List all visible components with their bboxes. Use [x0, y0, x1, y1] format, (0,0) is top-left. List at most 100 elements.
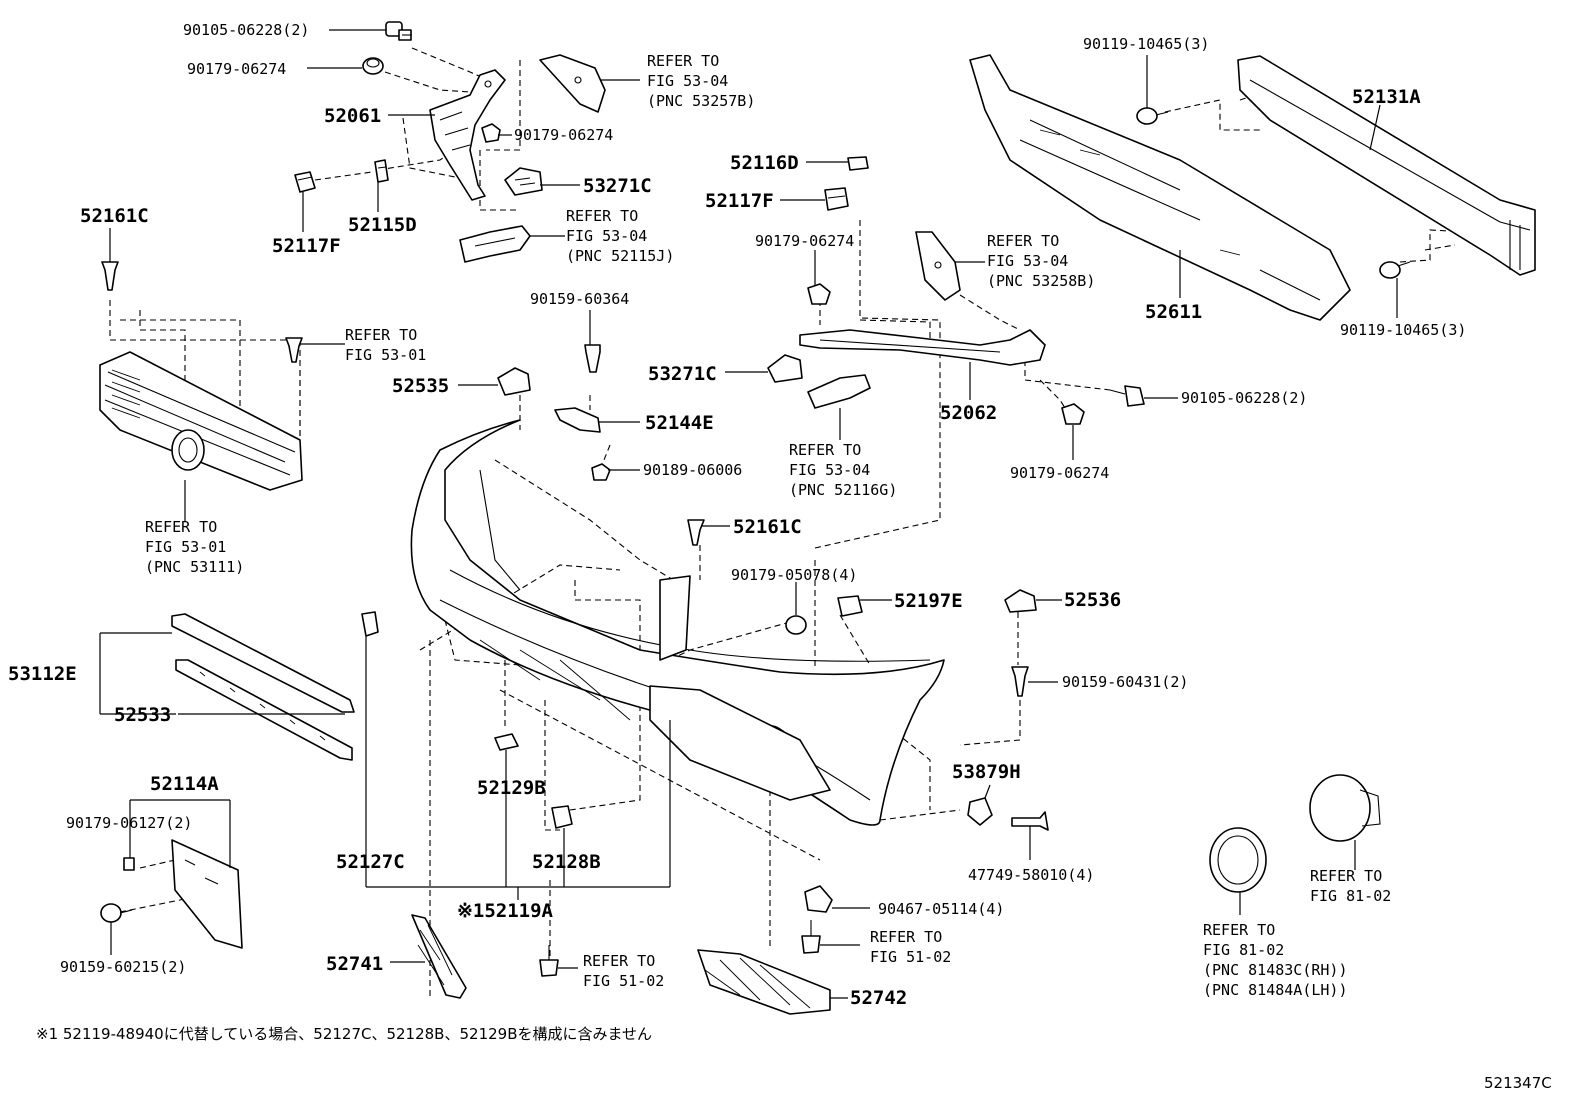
- screw-90159-60364: [584, 344, 601, 373]
- label-52535: 52535: [392, 375, 449, 397]
- label-52741: 52741: [326, 953, 383, 975]
- ref-81-02-lamp-line-1: REFER TO: [1310, 867, 1382, 885]
- radiator-grille: [99, 351, 303, 491]
- absorber-52611: [969, 54, 1351, 321]
- ref-53111-line-3: (PNC 53111): [145, 558, 244, 576]
- leader-lines: [99, 29, 1398, 999]
- label-90159-60215: 90159-60215(2): [60, 958, 186, 976]
- bolt-90119-10465-top: [1136, 107, 1169, 125]
- label-53271c-mid: 53271C: [648, 363, 717, 385]
- reference-notes: REFER TO FIG 53-04 (PNC 53257B) REFER TO…: [145, 52, 1391, 999]
- nut-90179-06274-c: [807, 283, 831, 305]
- clip-52535: [497, 367, 531, 396]
- ref-53257b-line-2: FIG 53-04: [647, 72, 728, 90]
- retainer-53271c-top: [504, 167, 543, 196]
- ref-52115j-line-1: REFER TO: [566, 207, 638, 225]
- ref-81-02-ring-line-1: REFER TO: [1203, 921, 1275, 939]
- label-52116d: 52116D: [730, 152, 799, 174]
- bracket-52062: [799, 329, 1046, 366]
- label-90189-06006: 90189-06006: [643, 461, 742, 479]
- nut-90179-06274-a: [362, 57, 384, 75]
- ref-53257b-line-1: REFER TO: [647, 52, 719, 70]
- screw-ref-51-02-left: [539, 945, 559, 977]
- bracket-52127c: [361, 611, 379, 637]
- bolt-90119-10465-bot: [1379, 261, 1411, 279]
- clip-52116d: [847, 156, 869, 171]
- label-52115d: 52115D: [348, 214, 417, 236]
- figure-id: 521347C: [1484, 1074, 1552, 1092]
- footnote: ※1 52119-48940に代替している場合、52127C、52128B、52…: [36, 1025, 652, 1043]
- clip-52161c-mid: [687, 519, 705, 546]
- clip-52117f-right: [824, 187, 849, 211]
- fog-lamp-ring-rh: [1209, 827, 1267, 893]
- label-52197e: 52197E: [894, 590, 963, 612]
- bracket-ref-53258b: [915, 231, 961, 301]
- label-52062: 52062: [940, 402, 997, 424]
- label-52114a: 52114A: [150, 773, 219, 795]
- nut-90189-06006: [591, 463, 611, 481]
- license-bracket-52114a: [171, 839, 243, 949]
- ref-52116g: REFER TO FIG 53-04 (PNC 52116G): [789, 441, 897, 499]
- label-53112e: 53112E: [8, 663, 77, 685]
- label-53879h: 53879H: [952, 761, 1021, 783]
- clip-53879h: [967, 797, 993, 826]
- label-52161c-left: 52161C: [80, 205, 149, 227]
- ref-81-02-lamp-line-2: FIG 81-02: [1310, 887, 1391, 905]
- screw-ref-51-02-right: [801, 920, 821, 954]
- label-90105-06228-top: 90105-06228(2): [183, 21, 309, 39]
- nut-90179-05078: [785, 615, 807, 635]
- ref-81-02-ring: REFER TO FIG 81-02 (PNC 81483C(RH)) (PNC…: [1203, 921, 1348, 999]
- bumper-cover-52119a: [410, 419, 945, 826]
- label-90179-06127: 90179-06127(2): [66, 814, 192, 832]
- bolt-90105-06228-right: [1109, 385, 1145, 407]
- ref-51-02-right-line-2: FIG 51-02: [870, 948, 951, 966]
- label-90119-10465-top: 90119-10465(3): [1083, 35, 1209, 53]
- ref-53-01-clip-line-2: FIG 53-01: [345, 346, 426, 364]
- label-52144e: 52144E: [645, 412, 714, 434]
- label-52117f-left: 52117F: [272, 235, 341, 257]
- ref-53258b-line-1: REFER TO: [987, 232, 1059, 250]
- screw-90159-60431: [1011, 666, 1029, 697]
- ref-53-01-clip: REFER TO FIG 53-01: [345, 326, 426, 364]
- label-90179-06274-b: 90179-06274: [514, 126, 613, 144]
- ref-81-02-lamp: REFER TO FIG 81-02: [1310, 867, 1391, 905]
- bracket-ref-52116g: [807, 374, 871, 409]
- ref-53111-line-1: REFER TO: [145, 518, 217, 536]
- clip-52161c-left: [101, 261, 119, 291]
- ref-53257b-line-3: (PNC 53257B): [647, 92, 755, 110]
- ref-52116g-line-1: REFER TO: [789, 441, 861, 459]
- label-52131a: 52131A: [1352, 86, 1421, 108]
- label-52117f-right: 52117F: [705, 190, 774, 212]
- fog-lamp-lh: [1309, 774, 1381, 842]
- bracket-ref-53257b: [539, 54, 606, 113]
- bolt-90105-06228-top: [385, 21, 412, 41]
- bracket-52144e: [554, 407, 601, 433]
- label-47749-58010: 47749-58010(4): [968, 866, 1094, 884]
- ref-53258b-line-2: FIG 53-04: [987, 252, 1068, 270]
- label-52061: 52061: [324, 105, 381, 127]
- retainer-53271c-mid: [767, 354, 803, 383]
- label-90467-05114: 90467-05114(4): [878, 900, 1004, 918]
- label-52533: 52533: [114, 704, 171, 726]
- ref-53111: REFER TO FIG 53-01 (PNC 53111): [145, 518, 244, 576]
- ref-51-02-left-line-2: FIG 51-02: [583, 972, 664, 990]
- label-90179-05078: 90179-05078(4): [731, 566, 857, 584]
- label-90105-06228-right: 90105-06228(2): [1181, 389, 1307, 407]
- ref-81-02-ring-line-3: (PNC 81483C(RH)): [1203, 961, 1348, 979]
- ref-81-02-ring-line-2: FIG 81-02: [1203, 941, 1284, 959]
- ref-52115j-line-3: (PNC 52115J): [566, 247, 674, 265]
- lower-grille-52742: [697, 949, 831, 1015]
- label-90179-06274-a: 90179-06274: [187, 60, 286, 78]
- nut-90179-06274-b: [481, 123, 501, 143]
- label-52161c-mid: 52161C: [733, 516, 802, 538]
- lower-grille-52741: [411, 914, 467, 999]
- label-52129b: 52129B: [477, 777, 546, 799]
- ref-53258b: REFER TO FIG 53-04 (PNC 53258B): [987, 232, 1095, 290]
- clip-52536: [1004, 589, 1037, 613]
- label-52536: 52536: [1064, 589, 1121, 611]
- part-number-labels: 90105-06228(2) 90179-06274 52061 90179-0…: [8, 21, 1466, 1009]
- moulding-52533: [175, 659, 353, 761]
- ref-51-02-left-line-1: REFER TO: [583, 952, 655, 970]
